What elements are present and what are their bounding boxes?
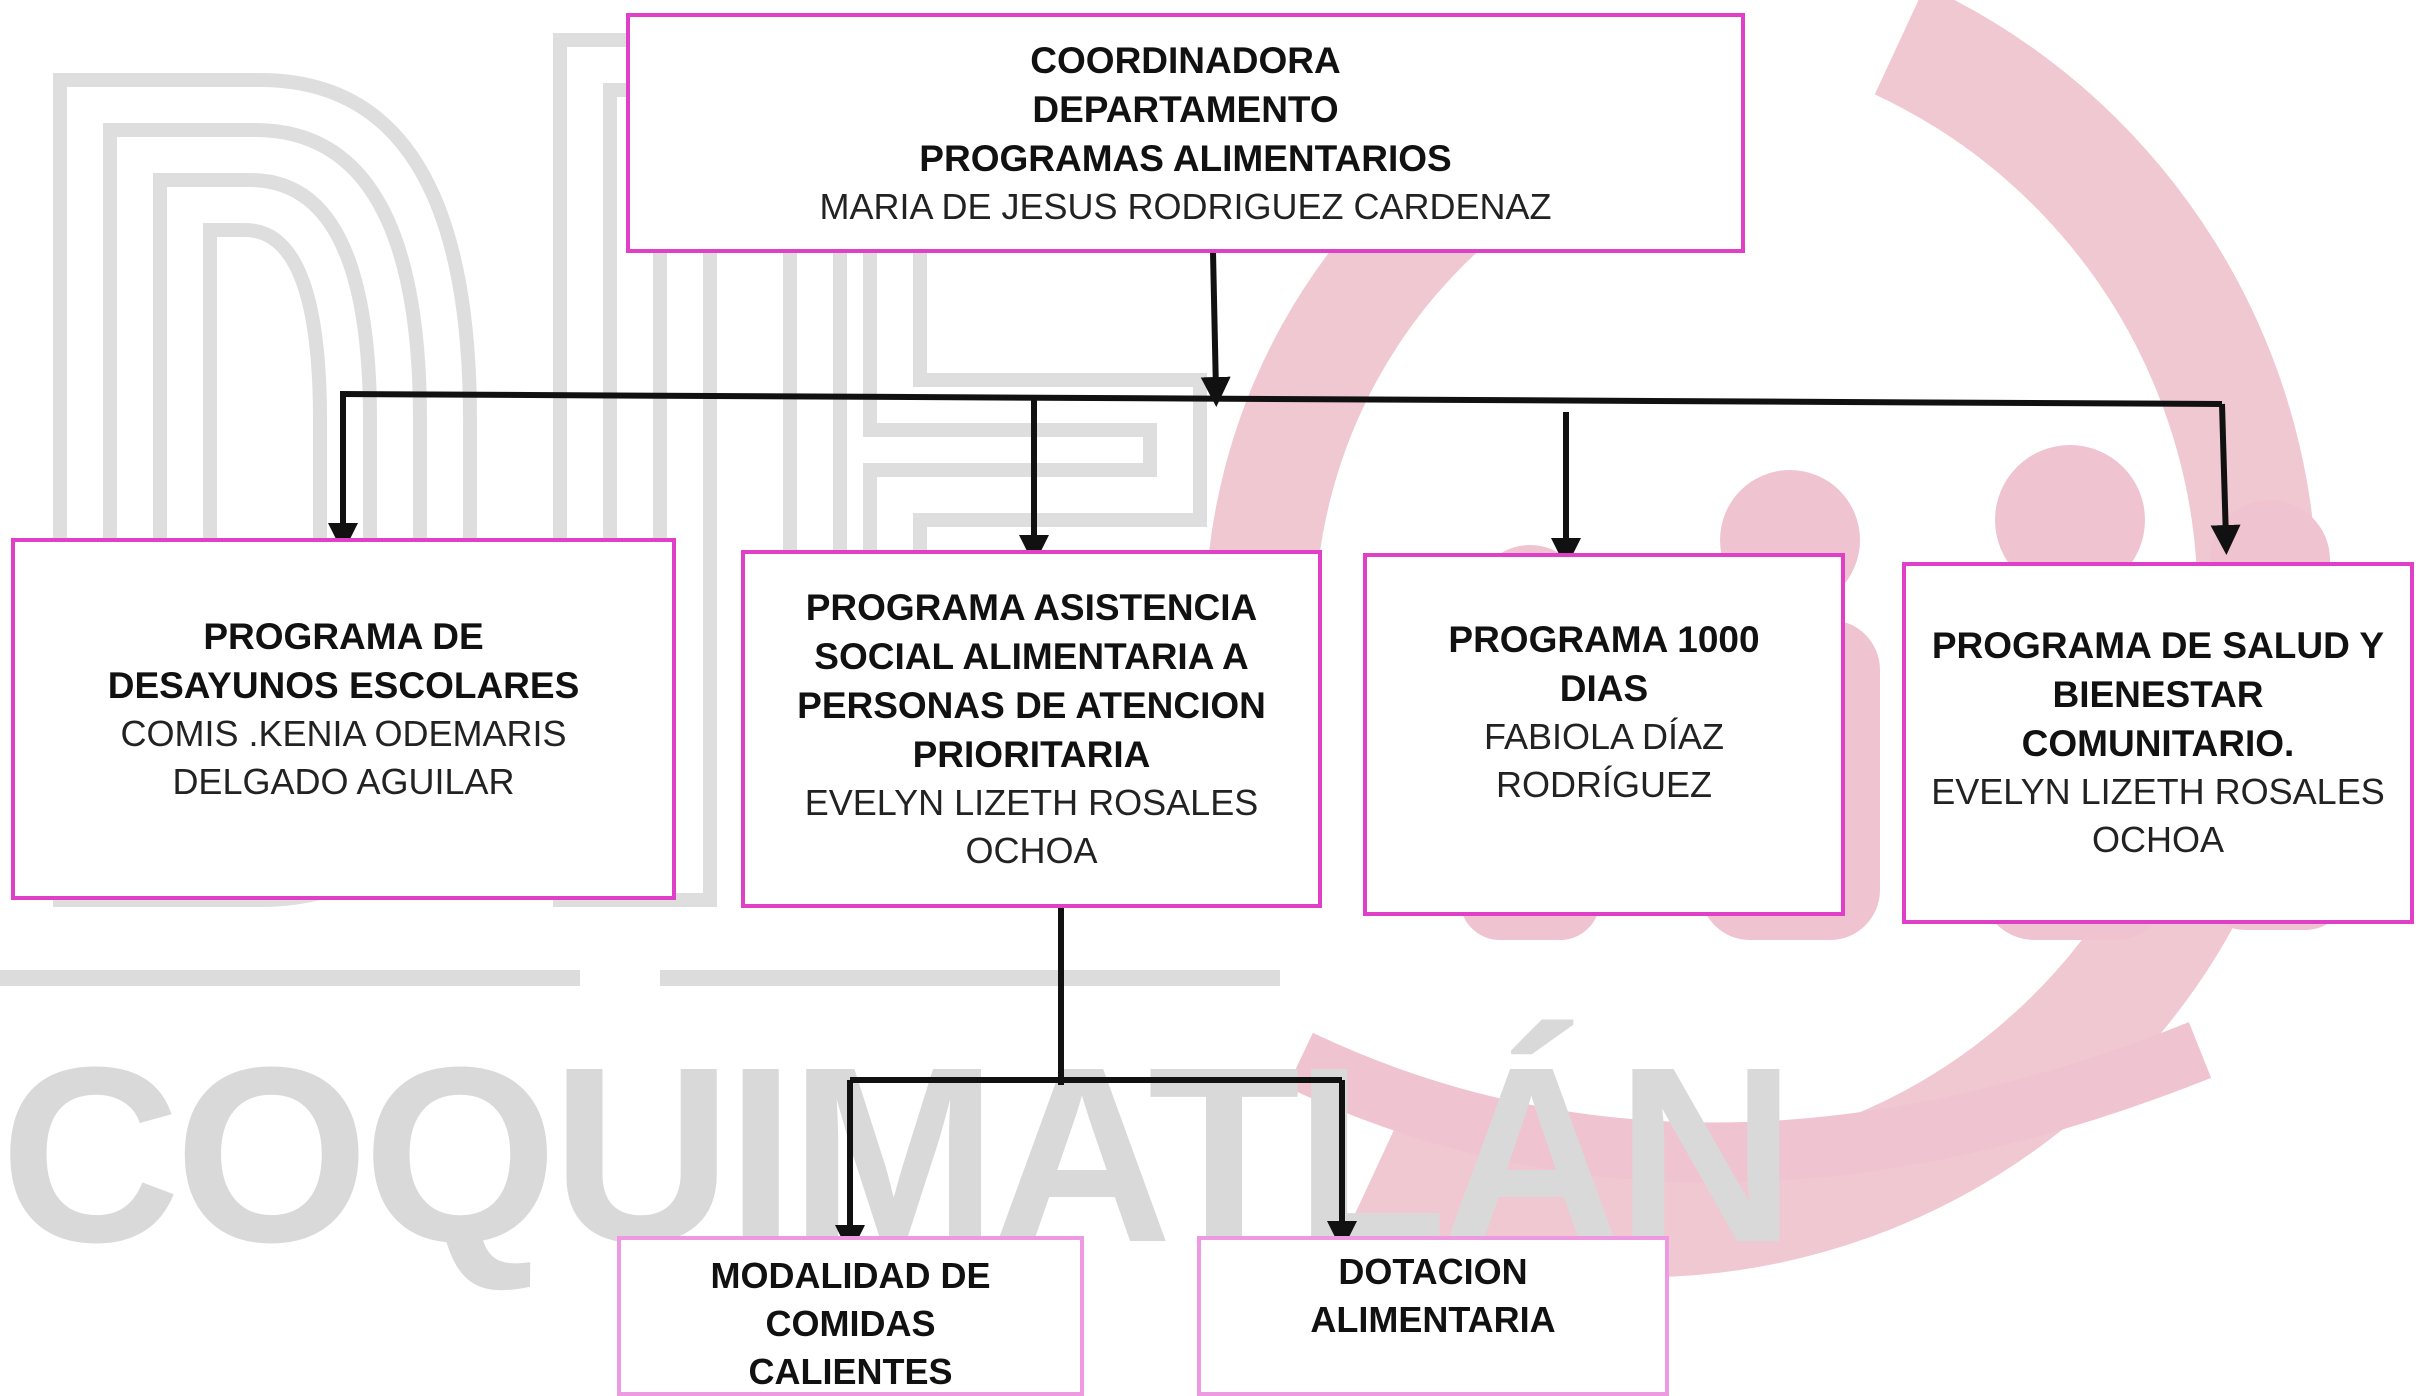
program-salud-box: PROGRAMA DE SALUD Y BIENESTAR COMUNITARI… (1902, 562, 2414, 924)
coordinator-box: COORDINADORA DEPARTAMENTO PROGRAMAS ALIM… (626, 13, 1745, 253)
program-asistencia-name: EVELYN LIZETH ROSALES OCHOA (804, 782, 1259, 871)
program-1000-dias-box: PROGRAMA 1000 DIAS FABIOLA DÍAZ RODRÍGUE… (1363, 553, 1845, 916)
coordinator-title-line-2: DEPARTAMENTO (1032, 88, 1339, 130)
program-salud-name: EVELYN LIZETH ROSALES OCHOA (1931, 771, 2385, 860)
program-desayunos-title: PROGRAMA DE DESAYUNOS ESCOLARES (107, 616, 580, 706)
coordinator-name: MARIA DE JESUS RODRIGUEZ CARDENAZ (819, 185, 1552, 227)
sub-comidas-box: MODALIDAD DE COMIDAS CALIENTES (617, 1236, 1084, 1396)
program-1000-dias-title: PROGRAMA 1000 DIAS (1448, 619, 1760, 709)
connector-top-down (1200, 251, 1231, 407)
sub-dotacion-title: DOTACION ALIMENTARIA (1310, 1251, 1556, 1340)
coordinator-title-line-1: COORDINADORA (1030, 39, 1341, 81)
program-1000-dias-name: FABIOLA DÍAZ RODRÍGUEZ (1483, 716, 1725, 805)
connector-horizontal-bus (339, 391, 2223, 407)
program-asistencia-box: PROGRAMA ASISTENCIA SOCIAL ALIMENTARIA A… (741, 550, 1322, 908)
coordinator-title-line-3: PROGRAMAS ALIMENTARIOS (919, 137, 1452, 179)
program-desayunos-name: COMIS .KENIA ODEMARIS DELGADO AGUILAR (120, 713, 567, 802)
connector-to-salud (2210, 403, 2241, 555)
program-desayunos-box: PROGRAMA DE DESAYUNOS ESCOLARES COMIS .K… (11, 538, 676, 900)
sub-comidas-title: MODALIDAD DE COMIDAS CALIENTES (710, 1255, 991, 1392)
program-salud-title: PROGRAMA DE SALUD Y BIENESTAR COMUNITARI… (1931, 625, 2385, 764)
sub-dotacion-box: DOTACION ALIMENTARIA (1197, 1236, 1669, 1396)
program-asistencia-title: PROGRAMA ASISTENCIA SOCIAL ALIMENTARIA A… (797, 587, 1266, 775)
